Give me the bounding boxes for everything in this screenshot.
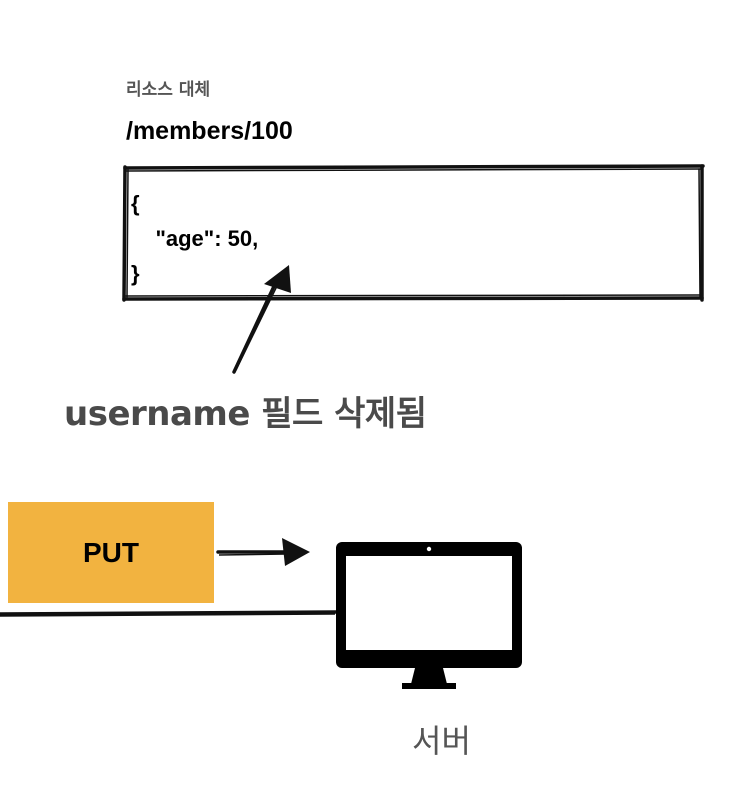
resource-path: /members/100 [126,117,293,145]
annotation-arrow [232,265,291,374]
json-body-box [122,164,705,302]
json-line-open: { [131,191,140,216]
request-arrow [216,538,310,566]
diagram-caption: 리소스 대체 [126,80,211,100]
http-method-label: PUT [83,536,139,568]
server-label: 서버 [412,722,471,760]
json-line-age: "age": 50, [131,226,259,251]
http-method-box: PUT [8,502,214,603]
json-line-close: } [131,261,140,286]
json-body: { "age": 50, } [131,186,258,291]
deletion-note: username 필드 삭제됨 [64,394,427,434]
monitor-icon [336,542,522,689]
connection-line [0,610,338,617]
